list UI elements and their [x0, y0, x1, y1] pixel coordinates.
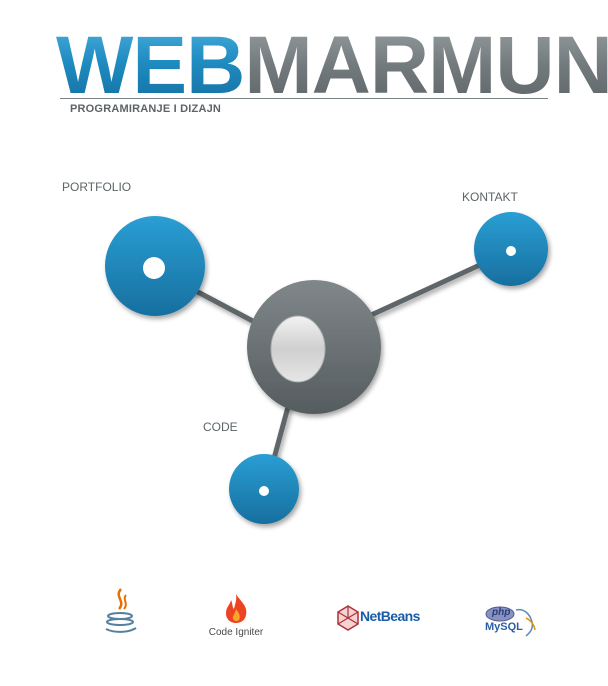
portfolio-node[interactable] — [105, 216, 205, 316]
nav-link-portfolio[interactable]: PORTFOLIO — [62, 180, 132, 194]
mysql-label: MySQL — [485, 621, 523, 633]
logo-divider — [60, 98, 548, 99]
netbeans-label: NetBeans — [360, 608, 420, 624]
kontakt-node[interactable] — [474, 212, 548, 286]
php-mysql-logo[interactable]: php MySQL — [482, 606, 538, 638]
code-node[interactable] — [229, 454, 299, 524]
logo-marmun-text: MARMUN — [244, 20, 608, 111]
codeigniter-icon — [226, 594, 247, 623]
codeigniter-logo[interactable]: Code Igniter — [206, 592, 266, 640]
nav-link-kontakt[interactable]: KONTAKT — [462, 190, 518, 204]
nav-link-code[interactable]: CODE — [203, 420, 238, 434]
java-logo[interactable] — [100, 587, 140, 637]
site-logo[interactable]: WEBMARMUN — [56, 25, 608, 107]
codeigniter-label: Code Igniter — [208, 627, 264, 638]
site-tagline: PROGRAMIRANJE I DIZAJN — [70, 103, 222, 115]
netbeans-icon — [337, 605, 359, 631]
logo-web-text: WEB — [56, 20, 245, 111]
php-label: php — [492, 607, 511, 618]
netbeans-logo[interactable]: NetBeans — [336, 604, 420, 638]
central-hub[interactable] — [247, 280, 381, 414]
php-mysql-icon — [485, 606, 536, 637]
java-icon — [105, 588, 137, 633]
